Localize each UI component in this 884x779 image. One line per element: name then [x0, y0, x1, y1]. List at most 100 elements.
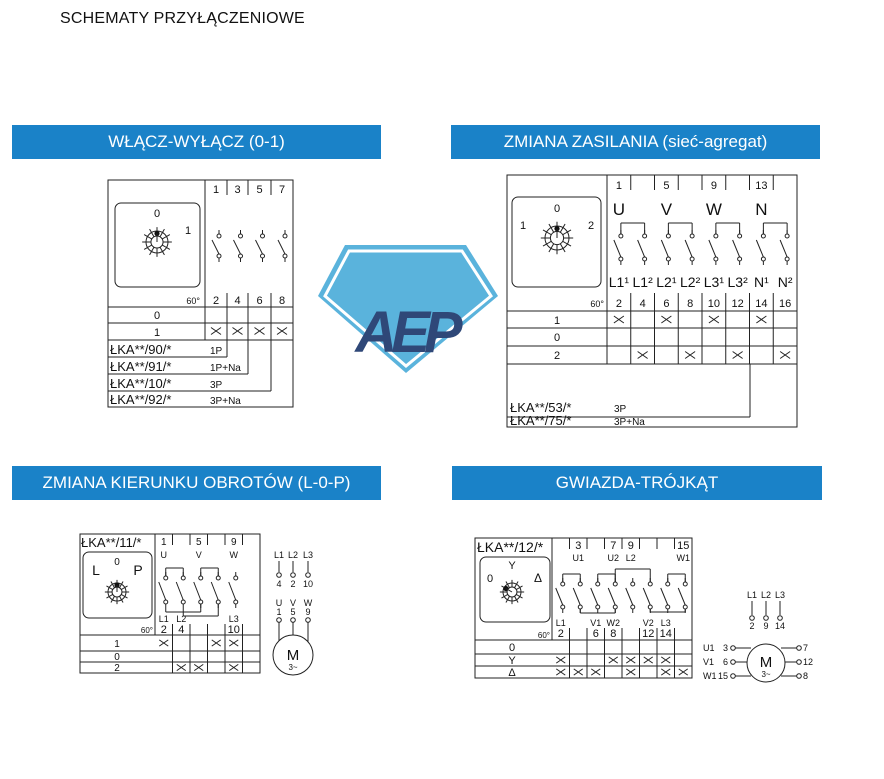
dial-segment [112, 596, 115, 601]
bottom-terminal-number: 16 [779, 298, 791, 310]
contact-closed-mark [158, 639, 169, 647]
model-code: ŁKA**/92/* [110, 392, 171, 407]
rotary-dial-icon [142, 227, 172, 257]
model-type: 3P [614, 404, 627, 415]
terminal-label: L2 [176, 614, 186, 624]
contact-closed-mark [193, 663, 204, 672]
x-stroke [613, 315, 625, 324]
contact-blade [660, 587, 669, 606]
dial-segment [516, 594, 521, 597]
contact-terminal [260, 233, 265, 239]
contact-closed-mark [228, 663, 239, 672]
terminal-icon [305, 617, 311, 623]
dial-segment [550, 227, 555, 233]
bottom-terminal-number: 8 [610, 628, 616, 640]
contact-terminal [760, 233, 766, 239]
bottom-terminal-number: 4 [640, 298, 646, 310]
bottom-terminal-number: 2 [616, 298, 622, 310]
diagram-frame [506, 174, 798, 428]
switch-contact-icon [642, 578, 653, 613]
terminal-number: 14 [775, 621, 785, 631]
terminal-number: 8 [803, 671, 808, 681]
contact-terminal [682, 581, 688, 587]
dial-position-0: 0 [554, 203, 560, 215]
terminal-icon [276, 572, 282, 578]
x-stroke [678, 668, 689, 676]
contact-terminal [595, 581, 601, 587]
contact-blade [732, 239, 741, 258]
bottom-terminal-number: 10 [228, 624, 240, 636]
contact-terminal [233, 599, 239, 605]
terminal-label: U [161, 550, 168, 560]
contact-blade [572, 587, 581, 606]
x-stroke [276, 327, 288, 335]
x-stroke [608, 656, 619, 664]
dial-segment [108, 594, 113, 597]
top-terminal-number: 5 [663, 180, 669, 192]
contact-blade [779, 239, 788, 258]
terminal-label: L2¹ [656, 274, 677, 290]
model-code: ŁKA**/90/* [110, 342, 171, 357]
x-stroke [643, 656, 654, 664]
contact-blade [255, 239, 263, 255]
dial-position-P: P [133, 562, 142, 578]
switch-contact-icon [607, 578, 618, 613]
contact-blade [158, 581, 167, 601]
terminal-label: L1² [633, 274, 654, 290]
contact-closed-mark [684, 351, 696, 359]
bottom-terminal-number: 4 [234, 295, 240, 307]
terminal-label: N² [778, 274, 793, 290]
switch-contact-icon [228, 572, 239, 608]
dial-pointer [554, 226, 560, 232]
contact-terminal [689, 233, 695, 239]
rotary-dial-icon [499, 579, 525, 605]
dial-segment [119, 583, 122, 588]
dial-position-1: 1 [520, 220, 526, 232]
contact-closed-mark [555, 668, 566, 676]
x-stroke [779, 351, 791, 359]
contact-terminal [784, 256, 790, 262]
contact-blade [637, 239, 646, 258]
contact-terminal [282, 233, 288, 239]
contact-blade [607, 587, 616, 606]
terminal-label: L3 [229, 614, 239, 624]
bottom-terminal-number: 8 [279, 295, 285, 307]
bottom-terminal-number: 12 [732, 298, 744, 310]
terminal-label: L3 [661, 618, 671, 628]
section-header-on-off: WŁĄCZ-WYŁĄCZ (0-1) [12, 125, 381, 159]
contact-closed-mark [625, 668, 636, 676]
contact-closed-mark [211, 639, 222, 647]
contact-terminal [260, 253, 265, 259]
switch-contact-icon [210, 572, 221, 608]
contact-closed-mark [232, 327, 243, 335]
switch-contact-icon [158, 572, 169, 608]
dial-position-0: 0 [154, 208, 160, 220]
position-label: 0 [554, 332, 560, 344]
diagram-frame [474, 537, 693, 679]
terminal-label: L1¹ [609, 274, 630, 290]
contact-closed-mark [660, 668, 671, 676]
top-terminal-number: 1 [161, 537, 167, 548]
winding-label: W [304, 598, 313, 608]
dial-segment [112, 583, 115, 588]
contact-closed-mark [590, 668, 601, 676]
contact-terminal [216, 253, 222, 259]
contact-terminal [238, 233, 243, 239]
dial-segment [559, 243, 564, 249]
top-terminal-number: 9 [231, 537, 237, 548]
switch-contact-icon [555, 578, 566, 613]
model-code: ŁKA**/53/* [510, 400, 571, 415]
dial-segment [159, 246, 163, 252]
supply-label: L3 [775, 590, 785, 600]
terminal-label: L1 [556, 618, 566, 628]
terminal-label: U2 [607, 553, 619, 563]
contact-closed-mark [555, 656, 566, 664]
terminal-label: V1 [590, 618, 601, 628]
contact-closed-mark [660, 656, 671, 664]
x-stroke [625, 656, 636, 664]
terminal-number: 12 [803, 657, 813, 667]
contact-closed-mark [779, 351, 791, 359]
contact-terminal [618, 233, 624, 239]
dial-segment [546, 231, 552, 236]
x-stroke [625, 668, 636, 676]
